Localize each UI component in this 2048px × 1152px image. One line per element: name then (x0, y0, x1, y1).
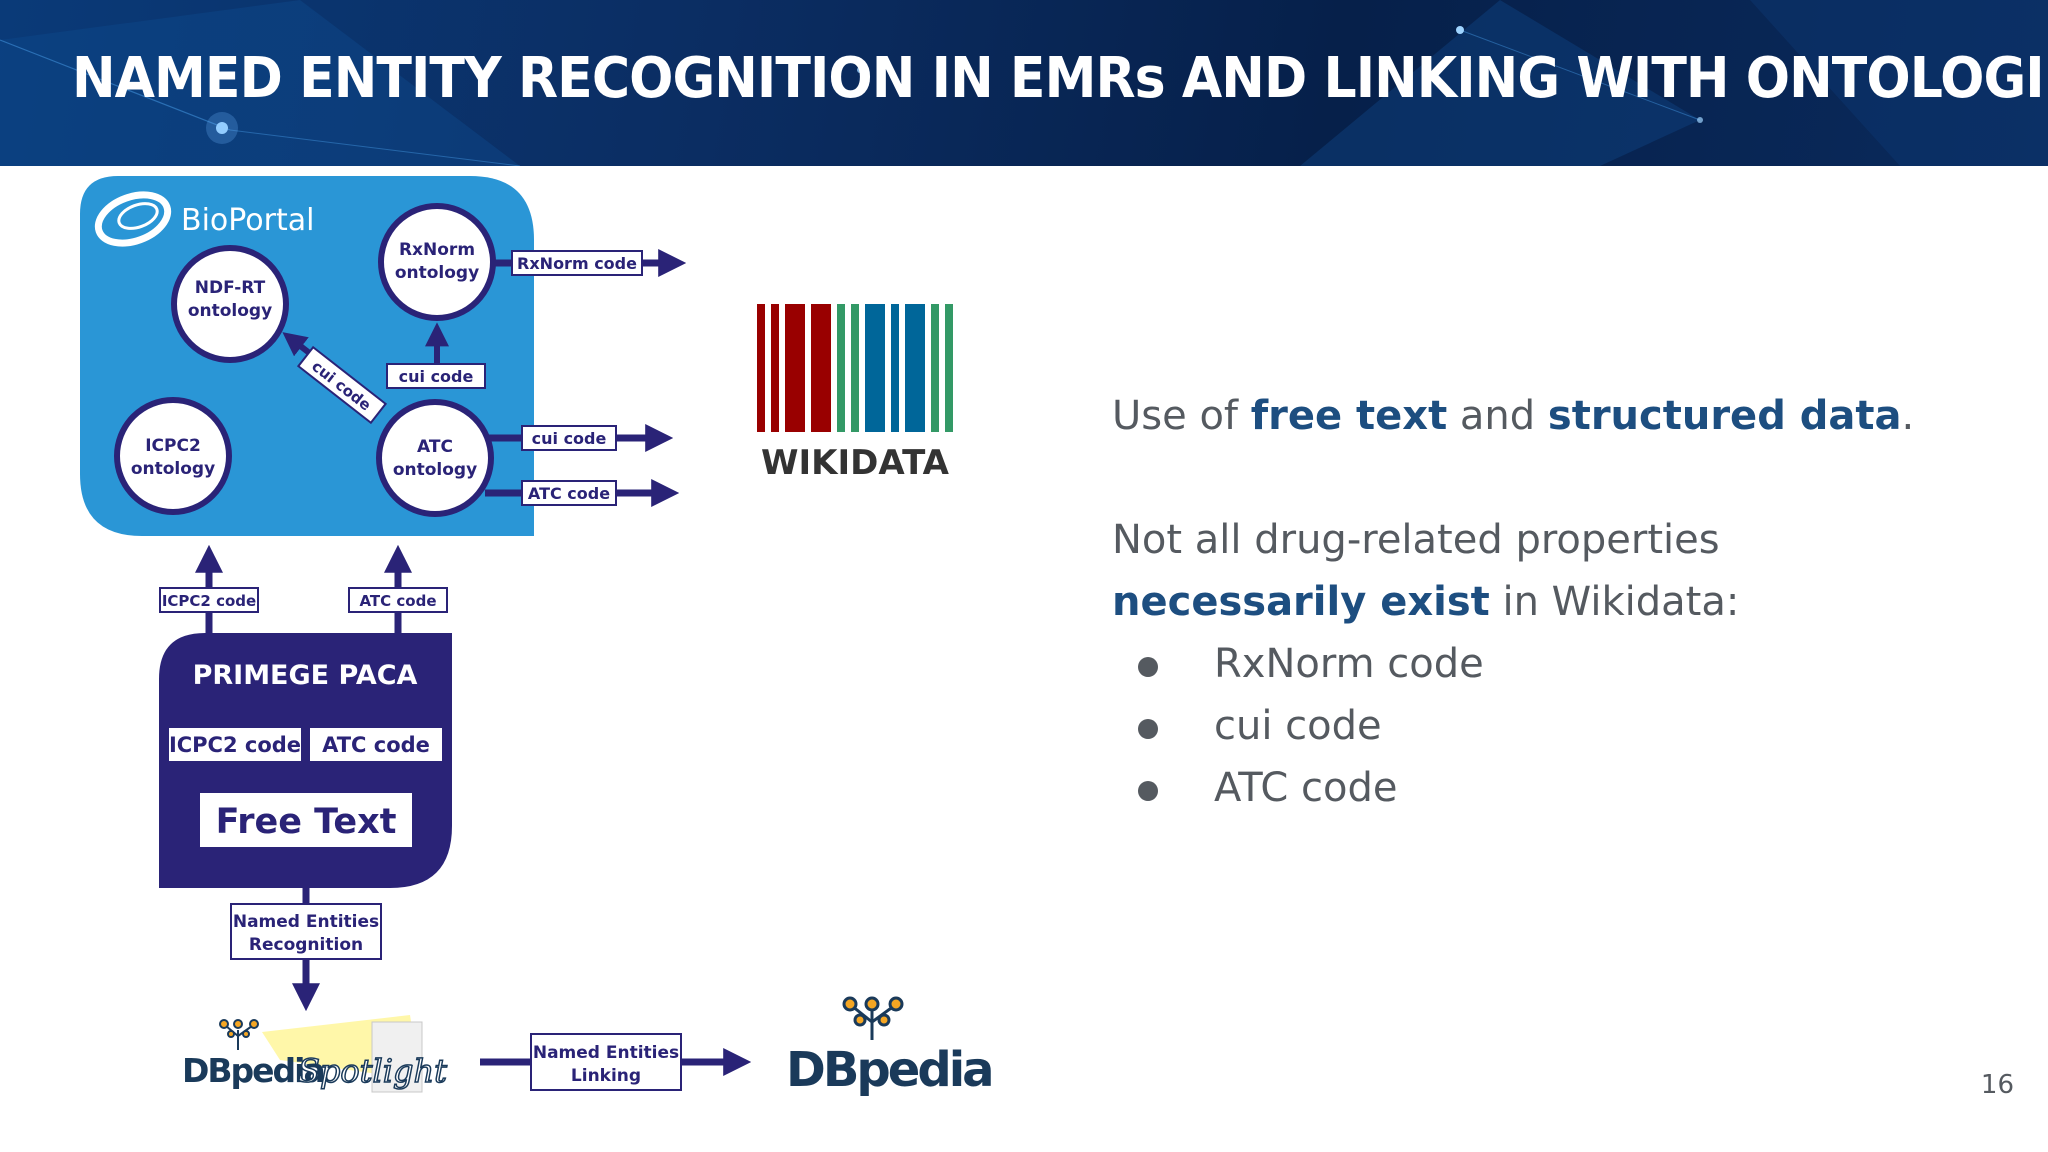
para2-text-c: in Wikidata: (1489, 579, 1740, 625)
icpc2-ontology-node: ICPC2 ontology (114, 397, 232, 515)
icpc2-code-in-label: ICPC2 code (159, 587, 259, 613)
para1-text-c: and (1447, 393, 1548, 439)
spotlight-spot-text: Spotlight (298, 1052, 447, 1090)
spotlight-db-text: DBpedia (182, 1051, 324, 1090)
atc-line1: ATC (417, 437, 453, 457)
ner-line1: Named Entities (233, 912, 379, 932)
bioportal-label: BioPortal (181, 203, 314, 238)
ndf-rt-line1: NDF-RT (195, 278, 266, 298)
atc-code-out-label: ATC code (521, 480, 617, 506)
list-item: ATC code (1112, 757, 1972, 819)
atc-code-out-text: ATC code (528, 484, 610, 503)
para1-highlight-structured-data: structured data (1547, 393, 1902, 439)
dbpedia-spotlight-logo: DBpedia Spotlight (182, 1015, 448, 1093)
atc-code-in-text: ATC code (359, 592, 436, 610)
spotlight-tree-icon (219, 1019, 259, 1050)
primege-free-text-box: Free Text (200, 793, 412, 847)
atc-ontology-node: ATC ontology (376, 399, 494, 517)
nel-line1: Named Entities (533, 1043, 679, 1063)
nel-line2: Linking (571, 1066, 641, 1086)
para2-text-a: Not all drug-related properties (1112, 517, 1720, 563)
cui-code-up-text: cui code (399, 367, 474, 386)
wikidata-wordmark: WIKIDATA (761, 443, 950, 482)
list-item: cui code (1112, 695, 1972, 757)
content-text: Use of free text and structured data. No… (1112, 385, 1972, 819)
wikidata-barcode-icon (757, 304, 953, 432)
ner-pipeline-diagram: BioPortal NDF-RT ontology RxNorm ontolog… (80, 176, 995, 1098)
slide-title: NAMED ENTITY RECOGNITION IN EMRs AND LIN… (72, 46, 2048, 111)
header-banner: NAMED ENTITY RECOGNITION IN EMRs AND LIN… (0, 0, 2048, 166)
atc-code-in-label: ATC code (348, 587, 448, 613)
rxnorm-code-out-label: RxNorm code (511, 250, 643, 276)
primege-atc-code-text: ATC code (322, 733, 430, 757)
dbpedia-tree-icon (842, 996, 904, 1040)
bioportal-logo-icon (94, 191, 172, 247)
para1-text-a: Use of (1112, 393, 1251, 439)
paragraph-free-text: Use of free text and structured data. (1112, 385, 1972, 447)
atc-line2: ontology (393, 460, 477, 480)
rxnorm-line2: ontology (395, 263, 479, 283)
cui-code-out-text: cui code (532, 429, 607, 448)
dbpedia-logo-text: DBpedia (786, 1042, 992, 1098)
cui-code-out-label: cui code (521, 425, 617, 451)
primege-title: PRIMEGE PACA (193, 660, 418, 691)
icpc2-line1: ICPC2 (145, 436, 201, 456)
primege-icpc2-code-text: ICPC2 code (169, 733, 301, 757)
para1-text-e: . (1901, 393, 1915, 439)
cui-code-up-label: cui code (386, 363, 486, 389)
para1-highlight-free-text: free text (1250, 393, 1448, 439)
rxnorm-line1: RxNorm (399, 240, 475, 260)
ndf-rt-ontology-node: NDF-RT ontology (171, 245, 289, 363)
wikidata-logo: WIKIDATA (757, 304, 953, 482)
paragraph-not-all-properties: Not all drug-related properties necessar… (1112, 509, 1972, 633)
rxnorm-ontology-node: RxNorm ontology (378, 203, 496, 321)
primege-free-text-text: Free Text (216, 802, 397, 842)
ner-label: Named Entities Recognition (230, 903, 382, 960)
page-number: 16 (1980, 1070, 2014, 1100)
ner-line2: Recognition (249, 935, 363, 955)
nel-label: Named Entities Linking (530, 1033, 682, 1091)
rxnorm-code-out-text: RxNorm code (517, 254, 637, 273)
primege-icpc2-code-box: ICPC2 code (169, 728, 301, 761)
header-decoration (0, 0, 2048, 166)
dbpedia-logo: DBpedia (786, 996, 995, 1098)
list-item: RxNorm code (1112, 633, 1972, 695)
missing-properties-list: RxNorm code cui code ATC code (1112, 633, 1972, 819)
primege-atc-code-box: ATC code (310, 728, 442, 761)
ndf-rt-line2: ontology (188, 301, 272, 321)
para2-highlight-necessarily-exist: necessarily exist (1112, 579, 1490, 625)
icpc2-code-in-text: ICPC2 code (162, 592, 256, 610)
icpc2-line2: ontology (131, 459, 215, 479)
